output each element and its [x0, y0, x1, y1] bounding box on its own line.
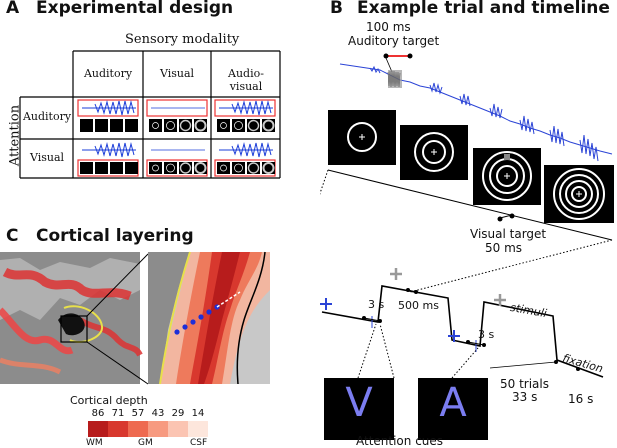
cell-aud-vis: [146, 99, 208, 132]
cue-frame-v: [324, 378, 394, 440]
depth-swatch: [188, 421, 208, 437]
panel-a-title: Experimental design: [36, 0, 234, 18]
visual-frame-2: [400, 125, 468, 180]
cue-letter-v: V: [345, 380, 373, 426]
depth-tick: 71: [111, 408, 125, 419]
visual-target-duration: 50 ms: [485, 241, 523, 255]
cell-vis-aud: [77, 142, 139, 177]
cell-aud-aud: [77, 99, 139, 132]
panel-a-letter: A: [6, 0, 20, 18]
depth-swatch: [88, 421, 108, 437]
scale-label-gm: GM: [138, 438, 153, 448]
row-header-auditory: Auditory: [22, 110, 72, 123]
panel-b-letter: B: [330, 0, 343, 18]
interval-2: 500 ms: [398, 299, 439, 312]
panel-c-letter: C: [6, 226, 19, 246]
col-header-auditory: Auditory: [83, 67, 133, 80]
col-header-visual: Visual: [159, 67, 195, 80]
scale-label-wm: WM: [86, 438, 103, 448]
attention-cues-label: Attention cues: [356, 434, 444, 448]
depth-tick: 29: [171, 408, 185, 419]
depth-tick: 43: [151, 408, 165, 419]
depth-tick: 86: [91, 408, 105, 419]
depth-swatch: [108, 421, 128, 437]
row-header-visual: Visual: [29, 151, 65, 164]
visual-frame-4: [544, 165, 614, 223]
trial-diagram: [320, 53, 614, 440]
visual-frame-3: [473, 148, 541, 205]
panel-b-title: Example trial and timeline: [357, 0, 610, 18]
depth-swatch: [168, 421, 188, 437]
interval-3: 3 s: [478, 328, 495, 341]
cue-frame-a: [418, 378, 488, 440]
fixation-duration: 16 s: [568, 392, 594, 406]
visual-frame-1: [328, 110, 396, 165]
auditory-duration: 100 ms: [366, 20, 411, 34]
cortical-images: [0, 251, 270, 385]
visual-target-label: Visual target: [470, 227, 547, 241]
modality-header: Sensory modality: [125, 32, 240, 47]
depth-tick: 57: [131, 408, 145, 419]
auditory-target-label: Auditory target: [348, 34, 440, 48]
panel-c-title: Cortical layering: [36, 226, 194, 246]
depth-tick: 14: [191, 408, 205, 419]
trials-label: 50 trials: [500, 377, 549, 391]
col-header-audiovisual: Audio-visual: [228, 67, 264, 93]
design-table: [19, 50, 281, 179]
depth-colorbar: [88, 421, 208, 437]
cell-aud-av: [214, 99, 276, 132]
depth-swatch: [128, 421, 148, 437]
scale-label-csf: CSF: [190, 438, 208, 448]
cell-vis-vis: [146, 149, 208, 177]
cell-vis-av: [214, 142, 276, 177]
interval-1: 3 s: [368, 298, 385, 311]
trials-duration: 33 s: [512, 390, 538, 404]
cortical-depth-label: Cortical depth: [70, 394, 148, 407]
cue-letter-a: A: [439, 380, 467, 426]
depth-ticks: 86 71 57 43 29 14: [88, 408, 208, 419]
depth-swatch: [148, 421, 168, 437]
